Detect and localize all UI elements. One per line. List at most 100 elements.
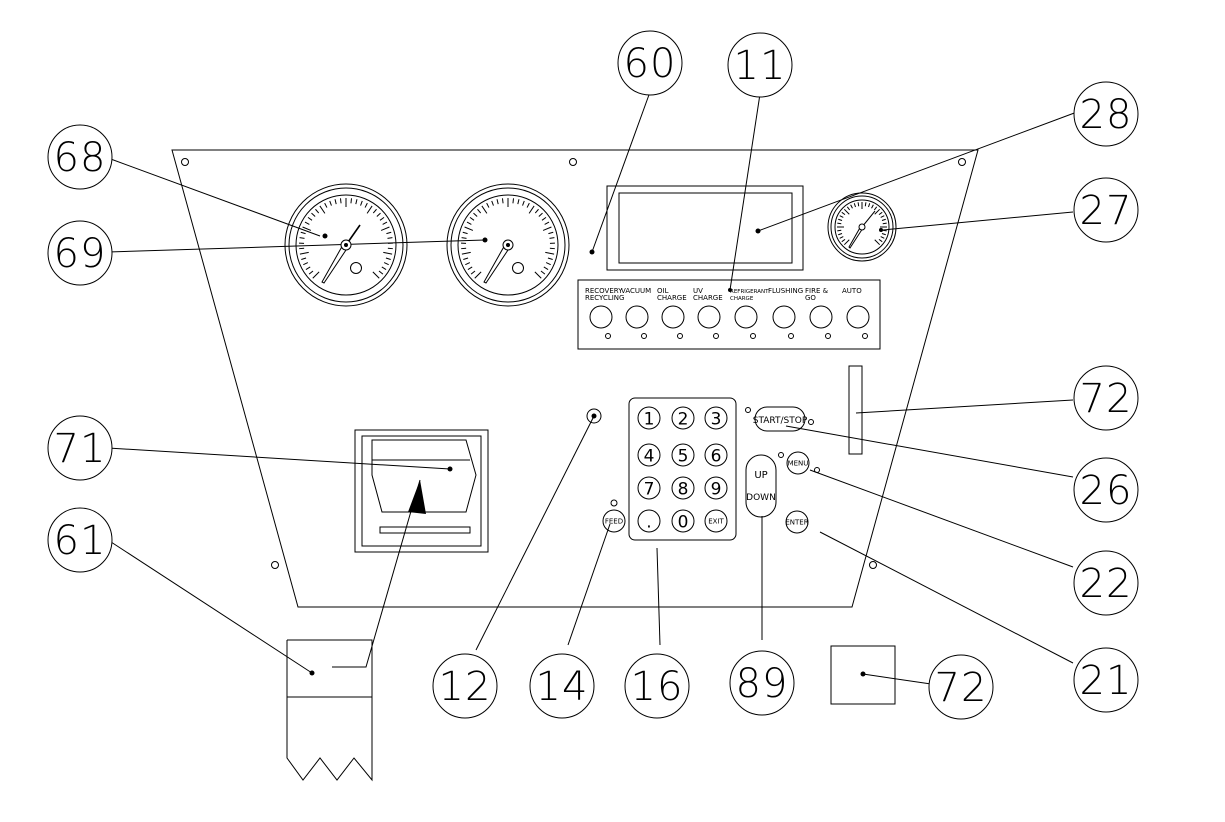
function-button-5[interactable]: FLUSHING: [768, 287, 803, 339]
panel-screw: [272, 562, 279, 569]
feed-button[interactable]: FEED: [603, 500, 625, 532]
function-button-cap[interactable]: [662, 306, 684, 328]
up-down-button[interactable]: UP DOWN: [746, 455, 776, 517]
menu-button[interactable]: MENU: [779, 452, 820, 474]
gauge-tick: [381, 227, 389, 230]
gauge-tick: [351, 198, 352, 203]
gauge-tick: [320, 206, 325, 213]
function-label-line2: CHARGE: [657, 294, 687, 302]
keypad-key-dot[interactable]: .: [638, 510, 660, 533]
gauge-tick: [548, 258, 553, 260]
gauge-tick: [367, 206, 372, 213]
low-pressure-gauge: [285, 184, 407, 306]
keypad-key-2[interactable]: 2: [672, 407, 694, 430]
gauge-tick: [872, 205, 874, 209]
callout-72-box: 72: [929, 655, 993, 719]
keypad-key-label: 0: [678, 513, 689, 533]
keypad-key-3[interactable]: 3: [705, 407, 727, 430]
function-button-cap[interactable]: [735, 306, 757, 328]
callout-11: 11: [728, 33, 792, 97]
printer-paper: [287, 640, 372, 780]
status-led: [789, 334, 794, 339]
keypad-key-exit[interactable]: EXIT: [705, 510, 727, 532]
gauge-tick: [305, 222, 309, 224]
gauge-tick: [844, 209, 849, 214]
gauge-tick: [309, 271, 313, 274]
gauge-tick: [513, 198, 514, 203]
gauge-tick: [842, 239, 845, 241]
callout-61: 61: [48, 508, 112, 572]
callout-69: 69: [48, 221, 112, 285]
function-button-cap[interactable]: [847, 306, 869, 328]
gauge-tick: [518, 199, 519, 204]
gauge-tick: [487, 203, 489, 207]
feed-label: FEED: [605, 518, 623, 526]
gauge-tick: [548, 232, 553, 233]
gauge-tick: [380, 217, 384, 220]
keypad-key-label: .: [646, 513, 651, 533]
function-button-cap[interactable]: [810, 306, 832, 328]
callout-71: 71: [48, 416, 112, 480]
gauge-tick: [301, 258, 306, 260]
gauge-tick: [473, 213, 477, 216]
keypad-key-4[interactable]: 4: [638, 444, 660, 467]
keypad-key-8[interactable]: 8: [672, 477, 694, 500]
function-button-cap[interactable]: [698, 306, 720, 328]
function-button-cap[interactable]: [626, 306, 648, 328]
function-button-7[interactable]: AUTO: [842, 287, 869, 339]
start-stop-button[interactable]: START/STOP: [746, 407, 814, 431]
keypad-key-7[interactable]: 7: [638, 477, 660, 500]
gauge-tick: [875, 209, 880, 214]
gauge-tick: [303, 263, 308, 265]
svg-text:12: 12: [439, 664, 492, 710]
status-led: [606, 334, 611, 339]
function-button-6[interactable]: FIRE &GO: [805, 287, 832, 339]
gauge-tick: [847, 207, 849, 210]
status-led: [678, 334, 683, 339]
gauge-scale-ticks: [461, 198, 555, 278]
gauge-tick: [840, 237, 844, 239]
gauge-tick: [497, 199, 498, 204]
keypad-key-5[interactable]: 5: [672, 444, 694, 467]
panel-screw: [570, 159, 577, 166]
svg-text:68: 68: [54, 135, 107, 181]
gauge-tick: [379, 271, 383, 274]
svg-text:72: 72: [935, 665, 988, 711]
gauge-tick: [840, 216, 844, 218]
gauge-tick: [300, 252, 309, 254]
gauge-tick: [463, 258, 468, 260]
keypad-key-0[interactable]: 0: [672, 510, 694, 533]
keypad-key-1[interactable]: 1: [638, 407, 660, 430]
callout-26: 26: [1074, 458, 1138, 522]
gauge-tick: [881, 216, 885, 218]
function-button-cap[interactable]: [773, 306, 795, 328]
gauge-tick: [335, 199, 336, 204]
function-label-line2: CHARGE: [730, 296, 754, 302]
callout-89: 89: [730, 651, 794, 715]
gauge-tick: [306, 267, 310, 270]
gauge-tick: [387, 238, 392, 239]
gauge-tick: [837, 230, 841, 231]
keypad-key-9[interactable]: 9: [705, 477, 727, 500]
start-stop-label: START/STOP: [753, 416, 808, 426]
panel-screw: [870, 562, 877, 569]
panel-screw: [182, 159, 189, 166]
keypad-key-6[interactable]: 6: [705, 444, 727, 467]
function-button-cap[interactable]: [590, 306, 612, 328]
gauge-tick: [882, 233, 886, 234]
svg-text:14: 14: [536, 664, 589, 710]
enter-button[interactable]: ENTER: [785, 511, 808, 533]
down-label: DOWN: [746, 493, 776, 503]
enter-label: ENTER: [785, 519, 808, 527]
function-label-line2: RECYCLING: [585, 294, 624, 302]
gauge-tick: [842, 212, 845, 214]
gauge-tick: [838, 219, 842, 220]
function-button-1[interactable]: VACUUM: [621, 287, 651, 339]
gauge-tick: [471, 271, 475, 274]
gauge-tick: [361, 201, 363, 206]
